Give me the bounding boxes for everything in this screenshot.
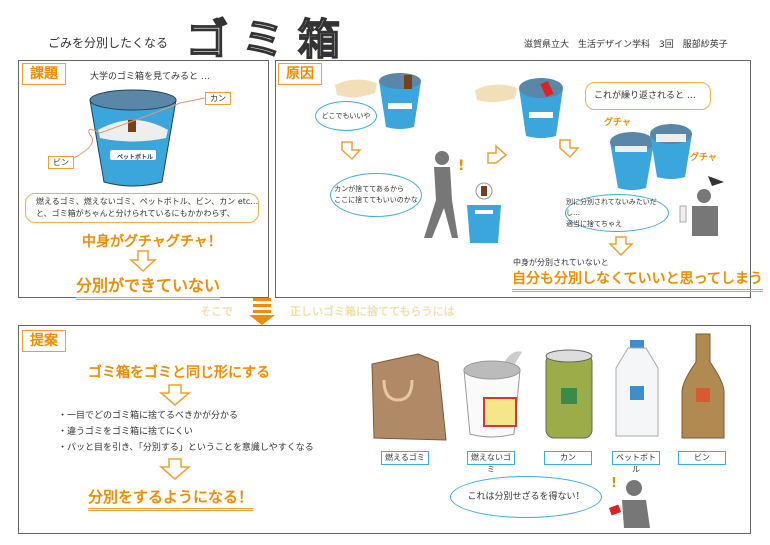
label-bin: ビン bbox=[48, 156, 74, 169]
transition-left: そこで bbox=[200, 305, 233, 318]
thought-2-line-1: カンが捨ててあるから bbox=[334, 185, 405, 193]
bin-label-pet-bottle: ペットボトル bbox=[612, 451, 660, 474]
problem-tag: 課題 bbox=[22, 63, 66, 85]
glass-bottle-bin-illustration bbox=[681, 333, 725, 439]
bullet-3: ・パッと目を引き、「分別する」ということを意識しやすくなる bbox=[58, 443, 314, 453]
page-title: ゴミ箱 bbox=[185, 14, 355, 65]
cause-lead: 中身が分別されていないと bbox=[513, 258, 609, 267]
bin-label-bottle: ビン bbox=[678, 451, 726, 465]
pet-bottle-bin-illustration bbox=[615, 340, 659, 437]
bin-label: ペットボトル bbox=[117, 154, 154, 161]
transition-right: 正しいゴミ箱に捨ててもらうには bbox=[290, 305, 455, 318]
exclaim-mark-1: ! bbox=[458, 158, 465, 174]
transition-arrow-icon bbox=[249, 298, 275, 325]
subtitle: ごみを分別したくなる bbox=[48, 36, 169, 50]
thought-3-line-1: 別に分別されてないみたいだし… bbox=[566, 197, 657, 217]
thought-cloud-2: カンが捨ててあるからここに捨ててもいいのかな bbox=[330, 173, 422, 217]
arrow-down-icon-4 bbox=[158, 458, 192, 480]
hand-illustration-2 bbox=[475, 84, 517, 103]
hand-illustration bbox=[335, 79, 377, 98]
proposal-headline: ゴミ箱をゴミと同じ形にする bbox=[88, 365, 271, 381]
thought-cloud-3: 別に分別されてないみたいだし… 適当に捨てちゃえ bbox=[565, 194, 669, 232]
overflowing-bins-illustration bbox=[610, 124, 692, 190]
cause-tag: 原因 bbox=[278, 63, 322, 85]
gucha-2: グチャ bbox=[690, 153, 717, 163]
arrow-down-icon-2 bbox=[608, 236, 634, 257]
pointer-lines bbox=[69, 97, 206, 161]
small-bin-illustration bbox=[467, 182, 501, 243]
arrow-down-icon bbox=[129, 250, 157, 273]
paper-bag-bin-illustration bbox=[371, 353, 447, 441]
arrow-down-right-icon bbox=[341, 141, 362, 161]
problem-bubble: 燃えるゴミ、燃えないゴミ、ペットボトル、ビン、カン etc… と、ゴミ箱がちゃん… bbox=[25, 193, 259, 223]
thought-cloud-1: どこでもいいや bbox=[315, 101, 377, 131]
person-reading-icon bbox=[608, 480, 650, 528]
proposal-thought-cloud: これは分別せざるを得ない！ bbox=[450, 476, 602, 518]
bullet-1: ・一目でどのゴミ箱に捨てるべきかが分かる bbox=[58, 411, 239, 421]
bin-illustration-1 bbox=[379, 73, 421, 129]
exclaim-mark-2: ! bbox=[611, 476, 617, 491]
thought-1: どこでもいいや bbox=[321, 111, 371, 120]
bin-label-burnable: 燃えるゴミ bbox=[381, 451, 429, 465]
bin-label-can: カン bbox=[544, 451, 592, 465]
bullet-2: ・違うゴミをゴミ箱に捨てにくい bbox=[58, 427, 193, 437]
arrow-down-right-icon-2 bbox=[559, 139, 580, 159]
repeat-text: これが繰り返されると … bbox=[594, 91, 696, 101]
label-can: カン bbox=[205, 92, 231, 105]
problem-conclusion: 分別ができていない bbox=[76, 272, 221, 300]
bin-illustration-2 bbox=[519, 78, 563, 138]
thought-2-line-2: ここに捨ててもいいのかな bbox=[334, 196, 418, 204]
can-bin-illustration bbox=[545, 349, 593, 439]
gucha-1: グチャ bbox=[604, 118, 631, 128]
bubble-line-2: と、ゴミ箱がちゃんと分けられているにもかかわらず、 bbox=[36, 209, 235, 218]
cause-conclusion: 自分も分別しなくていいと思ってしまう bbox=[512, 268, 763, 292]
arrow-up-right-icon bbox=[487, 144, 508, 164]
proposal-result: 分別をするようになる！ bbox=[88, 486, 254, 511]
problem-intro: 大学のゴミ箱を見てみると … bbox=[90, 72, 210, 82]
author: 滋賀県立大 生活デザイン学科 3回 服部紗英子 bbox=[524, 40, 728, 50]
trash-bin-illustration bbox=[89, 89, 177, 187]
bubble-line-1: 燃えるゴミ、燃えないゴミ、ペットボトル、ビン、カン etc… bbox=[36, 197, 259, 206]
cup-bin-illustration bbox=[463, 351, 522, 438]
thought-3-line-2: 適当に捨てちゃえ bbox=[566, 219, 622, 228]
person-walking-icon bbox=[424, 151, 458, 238]
problem-exclaim: 中身がグチャグチャ！ bbox=[82, 234, 222, 250]
repeat-bubble: これが繰り返されると … bbox=[585, 82, 711, 110]
arrow-down-icon-3 bbox=[158, 384, 192, 406]
person-throwing-icon bbox=[679, 176, 724, 236]
bin-label-nonburnable: 燃えないゴミ bbox=[467, 451, 515, 474]
proposal-thought: これは分別せざるを得ない！ bbox=[467, 491, 585, 502]
proposal-tag: 提案 bbox=[22, 330, 66, 352]
